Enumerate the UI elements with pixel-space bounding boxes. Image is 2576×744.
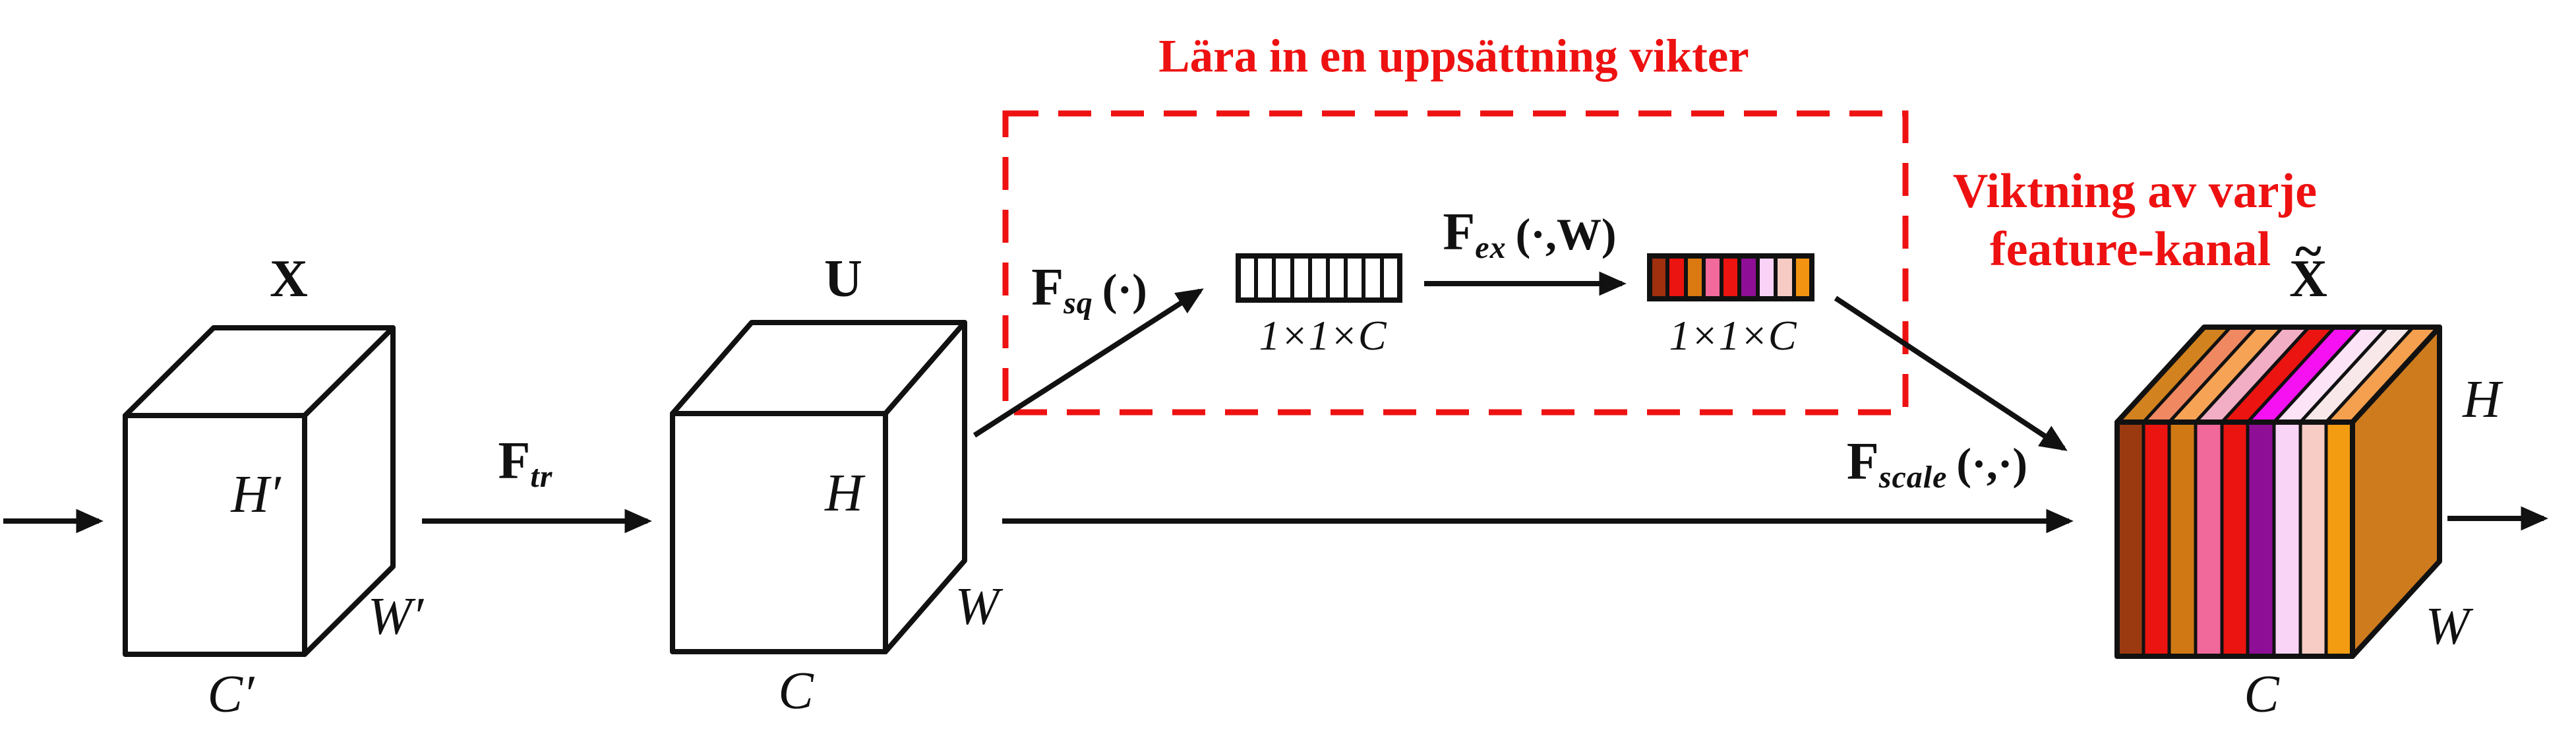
squeeze-cell bbox=[1290, 254, 1312, 302]
squeeze-cell bbox=[1344, 254, 1365, 302]
squeeze-cell bbox=[1254, 254, 1276, 302]
input-channels-label: C′ bbox=[207, 666, 255, 724]
input-tensor-label: X bbox=[270, 250, 308, 308]
weighting-annotation-line2: feature-kanal bbox=[1989, 222, 2271, 276]
output-front-slab bbox=[2167, 420, 2198, 658]
squeeze-cell bbox=[1308, 254, 1330, 302]
flow-arrows bbox=[3, 271, 2548, 534]
learn-weights-dashed-box bbox=[1002, 110, 1909, 416]
learn-weights-annotation: Lära in en uppsättning vikter bbox=[1158, 30, 1749, 82]
excitation-cell bbox=[1684, 254, 1706, 301]
squeeze-bar-outline bbox=[1236, 253, 1402, 303]
transformed-tensor-label: U bbox=[824, 250, 862, 308]
excitation-vector-bar bbox=[1647, 253, 1814, 301]
squeeze-vector-bar bbox=[1236, 253, 1402, 303]
output-height-label: H bbox=[2463, 371, 2501, 429]
excite-to-cube-arrow bbox=[1834, 295, 2068, 451]
transformed-cube-front bbox=[670, 411, 888, 654]
output-channels-label: C bbox=[2244, 666, 2279, 724]
output-front-outline bbox=[2114, 419, 2355, 659]
excitation-dims-label: 1×1×C bbox=[1669, 312, 1797, 359]
excitation-bar-outline bbox=[1647, 253, 1814, 301]
transformed-channels-label: C bbox=[778, 662, 814, 720]
squeeze-cell bbox=[1272, 254, 1294, 302]
output-front-slab bbox=[2272, 420, 2302, 658]
output-width-label: W bbox=[2425, 598, 2470, 656]
excitation-cell bbox=[1702, 254, 1723, 301]
output-front-slab bbox=[2220, 420, 2250, 658]
output-tensor-label: ~X bbox=[2289, 224, 2327, 308]
weighting-annotation-line1: Viktning av varje bbox=[1952, 164, 2318, 218]
input-cube-front bbox=[123, 413, 307, 657]
input-height-label: H′ bbox=[231, 466, 281, 524]
excitation-cell bbox=[1720, 254, 1741, 301]
fsq-label: Fsq(·) bbox=[1031, 258, 1147, 321]
fsq-arrow bbox=[973, 288, 1204, 438]
excitation-cell bbox=[1774, 254, 1796, 301]
excitation-cell bbox=[1737, 254, 1760, 301]
squeeze-cell bbox=[1362, 254, 1384, 302]
fscale-label: Fscale(·,·) bbox=[1846, 432, 2028, 495]
input-cube bbox=[123, 325, 396, 657]
output-front-slab bbox=[2142, 420, 2171, 658]
output-front-slab bbox=[2115, 420, 2145, 658]
transformed-width-label: W bbox=[955, 578, 1000, 636]
input-width-label: W′ bbox=[367, 588, 424, 646]
output-cube bbox=[2114, 325, 2442, 659]
excitation-cell bbox=[1665, 254, 1688, 301]
fex-label: Fex(·,W) bbox=[1443, 202, 1617, 266]
output-front-slab bbox=[2298, 420, 2328, 658]
tilde-mark: ~ bbox=[2295, 224, 2321, 280]
squeeze-cell bbox=[1380, 254, 1402, 302]
output-front-slab bbox=[2324, 420, 2354, 658]
squeeze-cell bbox=[1326, 254, 1348, 302]
transformed-cube bbox=[670, 320, 967, 654]
excitation-cell bbox=[1648, 254, 1669, 301]
output-front-slab bbox=[2194, 420, 2224, 658]
excitation-cell bbox=[1756, 254, 1778, 301]
output-front-slab bbox=[2246, 420, 2276, 658]
transformed-height-label: H bbox=[825, 464, 863, 522]
squeeze-dims-label: 1×1×C bbox=[1259, 312, 1387, 359]
squeeze-cell bbox=[1236, 254, 1258, 302]
excitation-cell bbox=[1792, 254, 1814, 301]
ftr-label: Ftr bbox=[498, 431, 553, 495]
